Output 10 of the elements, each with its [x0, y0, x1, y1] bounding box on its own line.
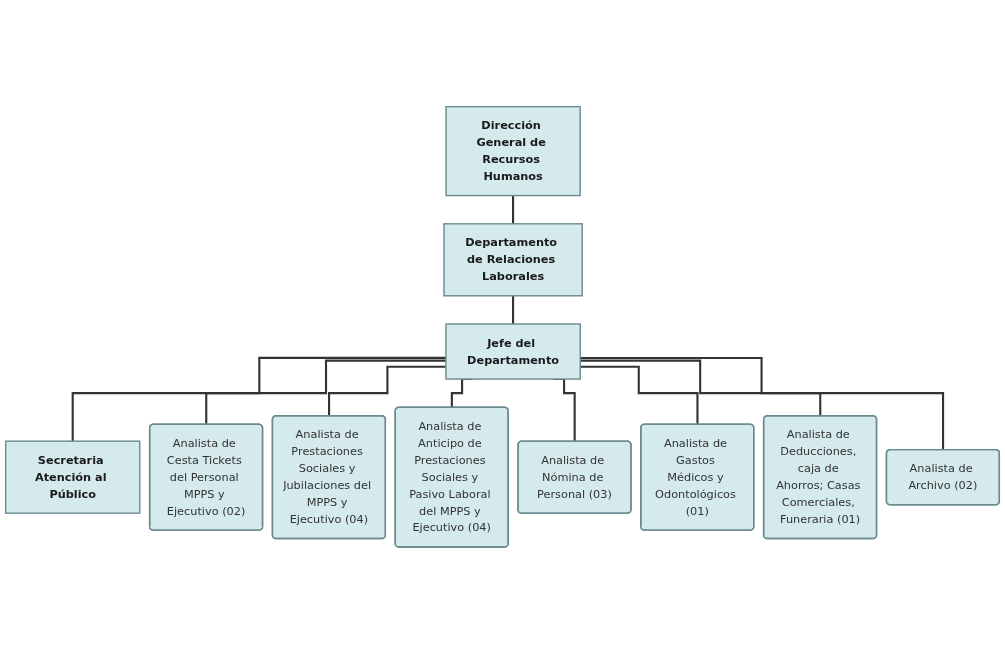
node-box: Dirección General de Recursos Humanos — [445, 105, 581, 196]
node-box: Jefe del Departamento — [445, 322, 581, 380]
connector — [580, 356, 945, 451]
node-box: Secretaria Atención al Público — [4, 440, 141, 514]
connector — [328, 365, 446, 417]
node-box: Departamento de Relaciones Laborales — [443, 222, 583, 297]
connector — [512, 194, 515, 225]
connector — [512, 294, 515, 325]
connector — [580, 359, 822, 417]
connector — [71, 356, 446, 442]
